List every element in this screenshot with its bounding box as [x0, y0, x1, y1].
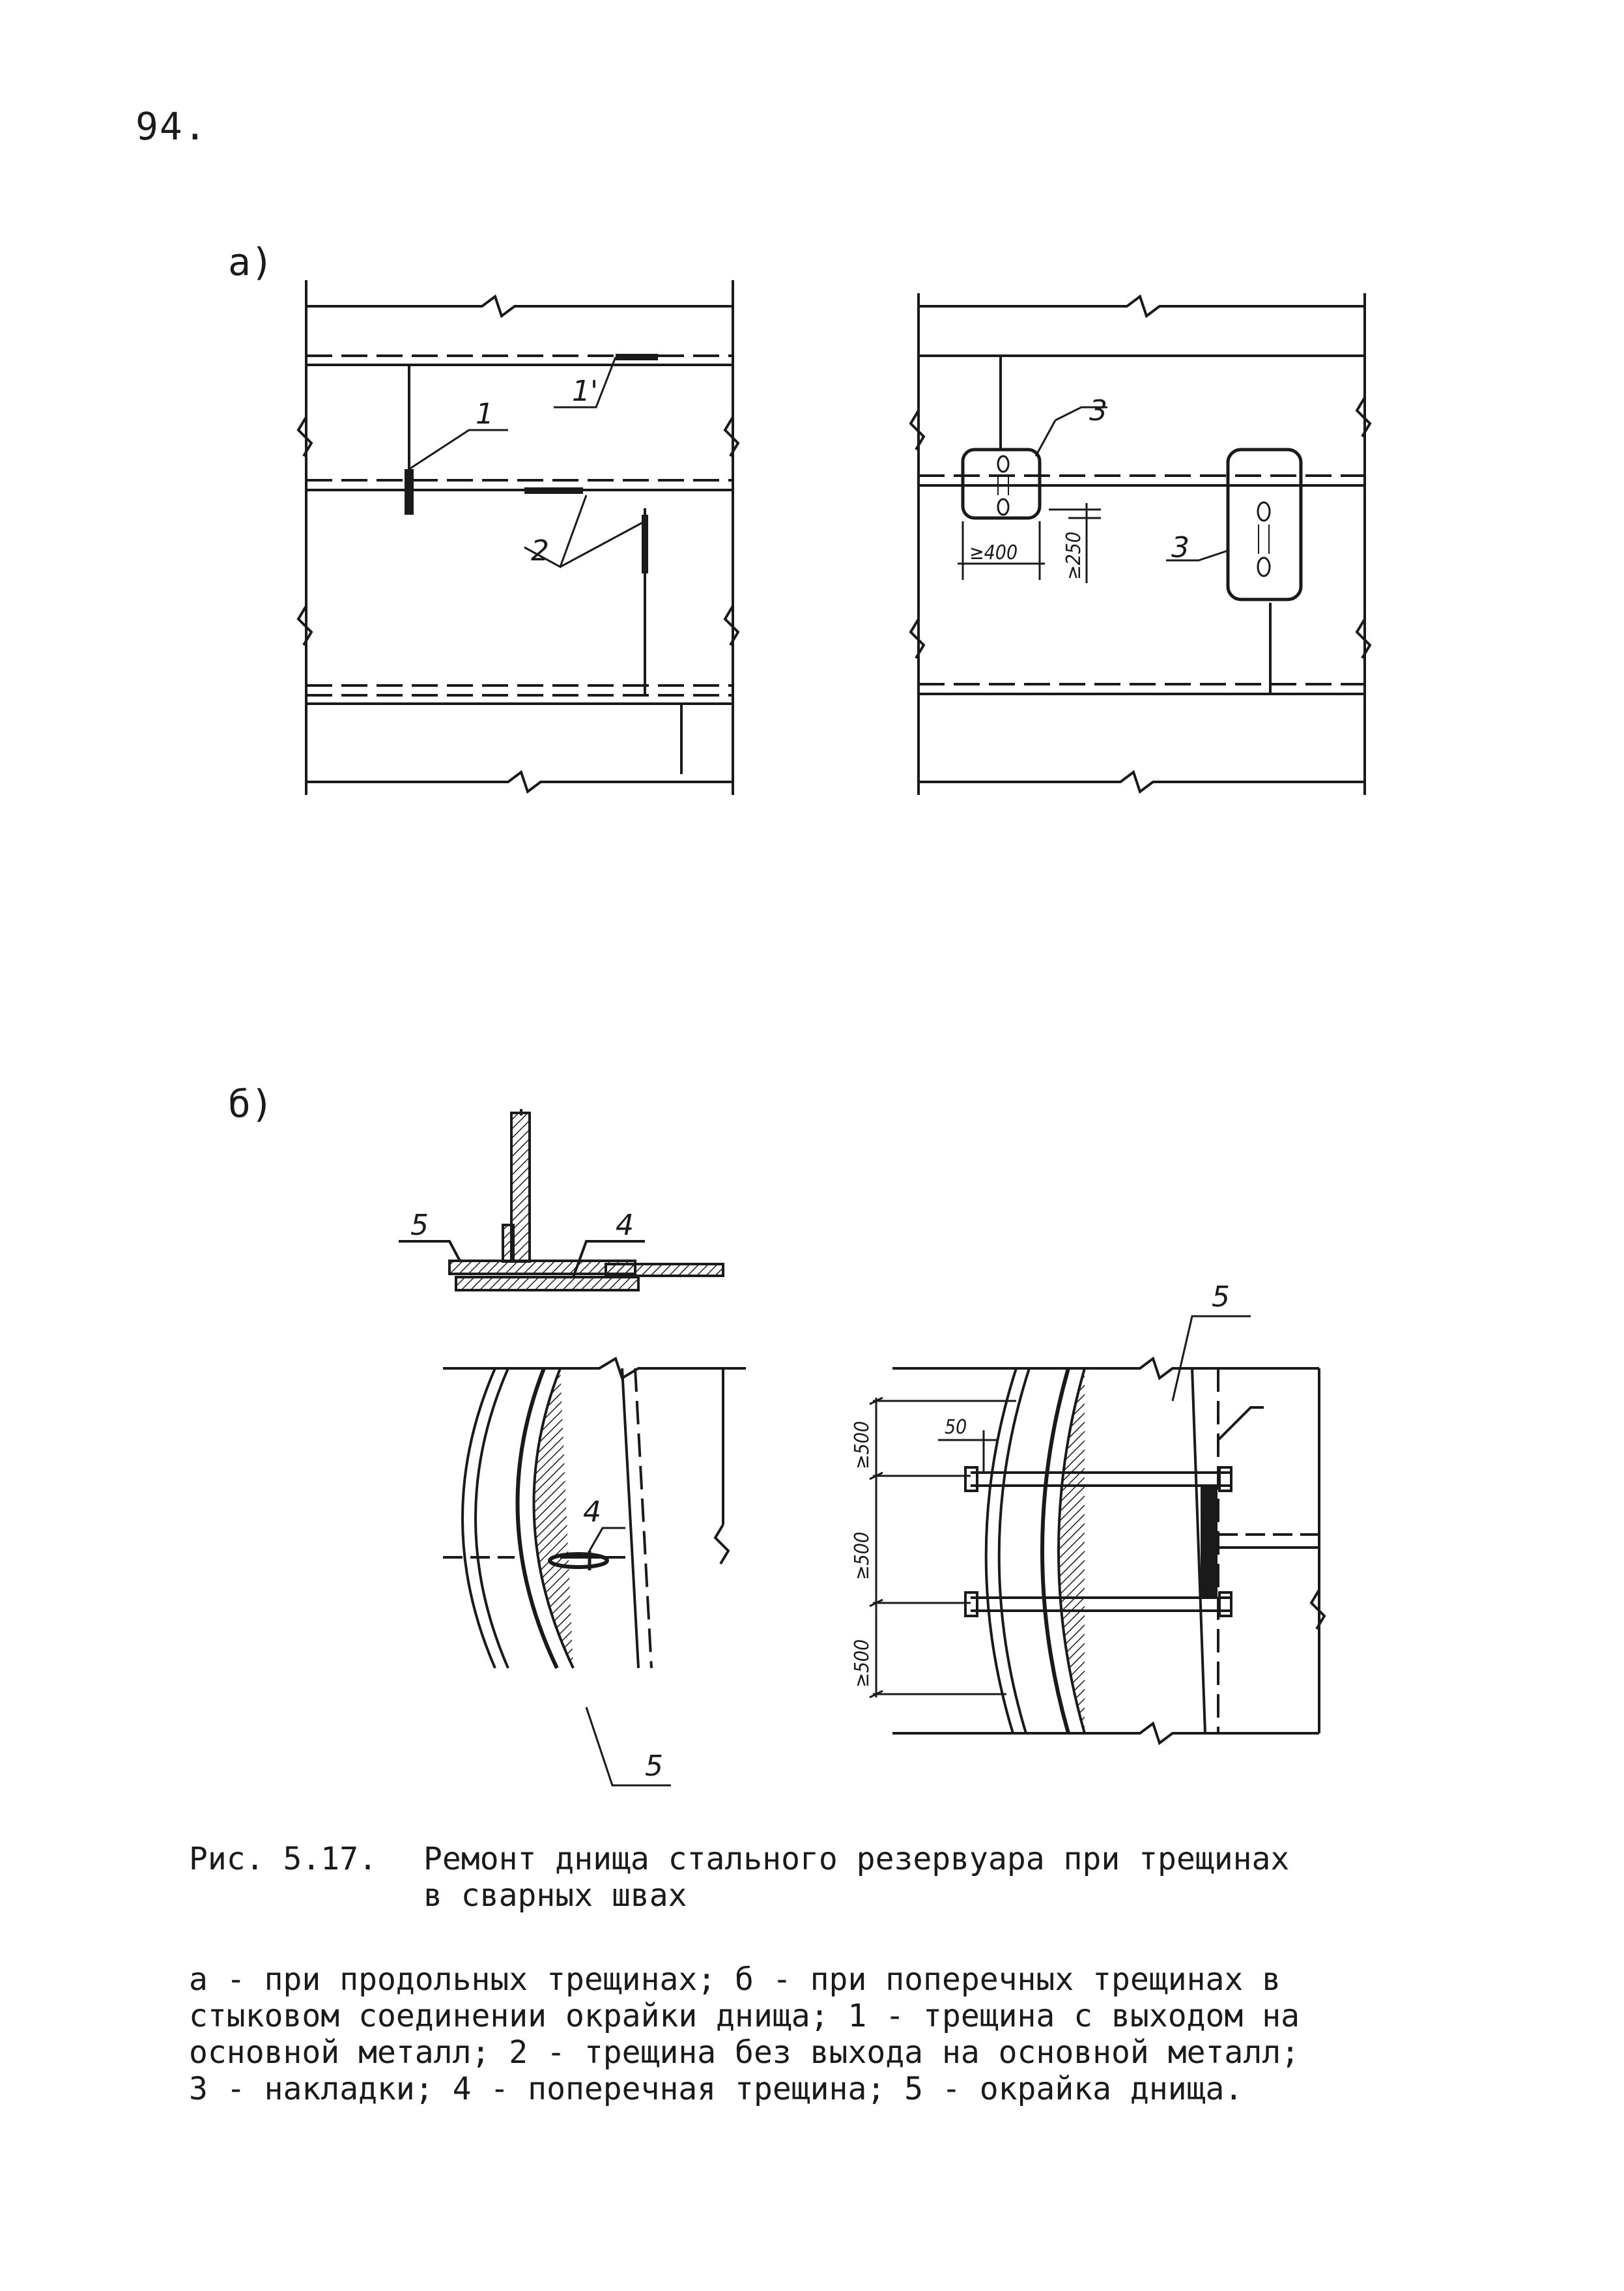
panel-b-label: б) [228, 1082, 274, 1126]
legend-line: основной металл; 2 - трещина без выхода … [189, 2034, 1300, 2071]
dim-segment-3: ≥500 [851, 1639, 874, 1688]
transverse-crack-mark [548, 1527, 671, 1787]
patch-dimensions [958, 406, 1229, 583]
panel-a-label: а) [228, 240, 274, 284]
panel-a-right-plan [909, 293, 1372, 795]
figure-legend: а - при продольных трещинах; б - при поп… [189, 1961, 1401, 2107]
callout-5-section: 5 [410, 1209, 429, 1242]
page-number: 94. [135, 104, 208, 149]
caption-title: Ремонт днища стального резервуара при тр… [423, 1841, 1290, 1914]
legend-line: стыковом соединении окрайки днища; 1 - т… [189, 1998, 1300, 2034]
legend-line: 3 - накладки; 4 - поперечная трещина; 5 … [189, 2071, 1244, 2107]
callout-4-plan: 4 [583, 1495, 601, 1529]
legend-line: а - при продольных трещинах; б - при поп… [189, 1961, 1281, 1998]
dim-patch-width: ≥400 [969, 541, 1018, 564]
patch-large [1226, 448, 1303, 601]
callout-1: 1 [476, 397, 494, 431]
figure-caption: Рис. 5.17. Ремонт днища стального резерв… [189, 1841, 1427, 1914]
callout-5-plan: 5 [645, 1750, 663, 1783]
bolt-rows [964, 1466, 1232, 1617]
panel-a-left-plan [296, 280, 740, 795]
dim-segment-1: ≥500 [851, 1421, 874, 1469]
callout-5-right-leader [1171, 1315, 1251, 1402]
callout-2: 2 [531, 534, 549, 568]
dim-patch-height: ≥250 [1062, 532, 1085, 580]
callout-1-alt: 1' [572, 375, 598, 408]
panel-b-plan-left [443, 1357, 746, 1669]
callout-5-right: 5 [1212, 1280, 1230, 1314]
callout-3-large: 3 [1171, 531, 1190, 564]
panel-b-section [399, 1109, 724, 1291]
callout-4-section: 4 [616, 1209, 634, 1242]
callout-3-small: 3 [1089, 394, 1107, 427]
dim-segment-2: ≥500 [851, 1532, 874, 1580]
panel-b-plan-right [892, 1356, 1326, 1746]
patch-small [961, 448, 1042, 520]
b-dimensions [869, 1396, 1016, 1699]
panel-a-left-leaders [408, 356, 646, 569]
dim-offset: 50 [945, 1416, 967, 1439]
crack-marks [405, 354, 658, 573]
caption-figure-number: Рис. 5.17. [189, 1841, 377, 1877]
